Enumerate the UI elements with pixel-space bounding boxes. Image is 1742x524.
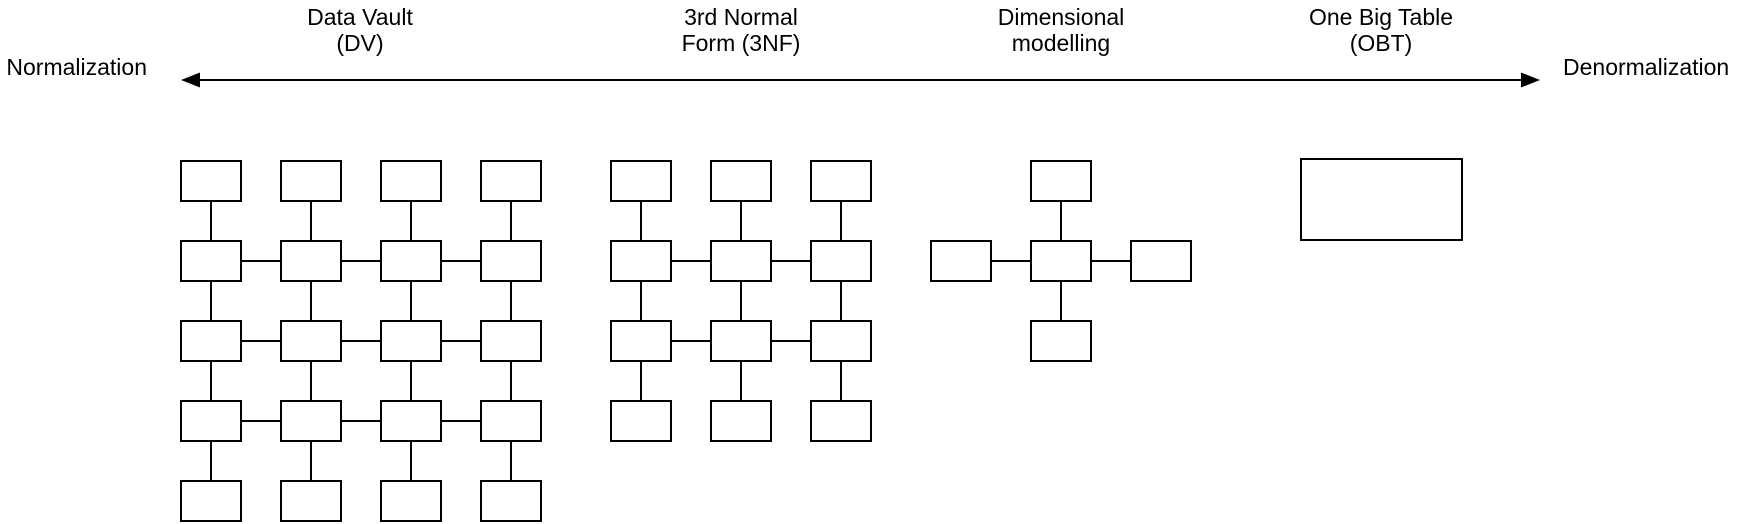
table-box [810,160,872,202]
table-box [1030,240,1092,282]
table-box [480,240,542,282]
schema-title-line-2: (DV) [336,30,383,56]
schema-label-one-big-table: One Big Table (OBT) [1309,4,1453,56]
table-box [1300,158,1463,241]
schema-label-data-vault: Data Vault (DV) [307,4,413,56]
table-box [380,400,442,442]
table-box [380,320,442,362]
axis-right-label: Denormalization [1563,54,1729,80]
table-box [480,160,542,202]
table-box [280,160,342,202]
schema-title-line-1: 3rd Normal [684,4,798,30]
table-box [280,240,342,282]
axis-left-label: Normalization [6,54,147,80]
table-box [480,480,542,522]
table-box [380,160,442,202]
table-box [180,400,242,442]
table-box [610,320,672,362]
table-box [930,240,992,282]
schema-title-line-2: modelling [1012,30,1110,56]
table-box [1030,320,1092,362]
table-box [180,480,242,522]
table-box [280,480,342,522]
schema-diagram-data-vault [180,160,542,522]
schema-title-line-1: Data Vault [307,4,413,30]
table-box [810,240,872,282]
schema-title-line-1: Dimensional [998,4,1125,30]
table-box [610,240,672,282]
axis-arrowhead-left-icon [181,72,200,88]
schema-title-line-2: Form (3NF) [682,30,801,56]
axis-arrowhead-right-icon [1521,72,1540,88]
normalization-axis: Normalization Denormalization [6,54,1729,88]
table-box [1030,160,1092,202]
schema-diagram-third-normal-form [610,160,872,442]
table-box [380,240,442,282]
schema-diagram-dimensional-modelling [930,160,1192,362]
table-box [710,400,772,442]
table-box [610,400,672,442]
table-box [180,320,242,362]
schema-title-line-2: (OBT) [1350,30,1413,56]
table-box [710,160,772,202]
table-box [610,160,672,202]
table-box [710,320,772,362]
table-box [810,320,872,362]
table-box [280,400,342,442]
table-box [280,320,342,362]
schema-diagram-one-big-table [1300,158,1463,241]
table-box [380,480,442,522]
table-box [810,400,872,442]
schema-label-third-normal-form: 3rd Normal Form (3NF) [682,4,801,56]
schema-label-dimensional-modelling: Dimensional modelling [998,4,1125,56]
table-box [180,240,242,282]
table-box [180,160,242,202]
schema-title-line-1: One Big Table [1309,4,1453,30]
table-box [480,320,542,362]
table-box [1130,240,1192,282]
table-box [480,400,542,442]
table-box [710,240,772,282]
